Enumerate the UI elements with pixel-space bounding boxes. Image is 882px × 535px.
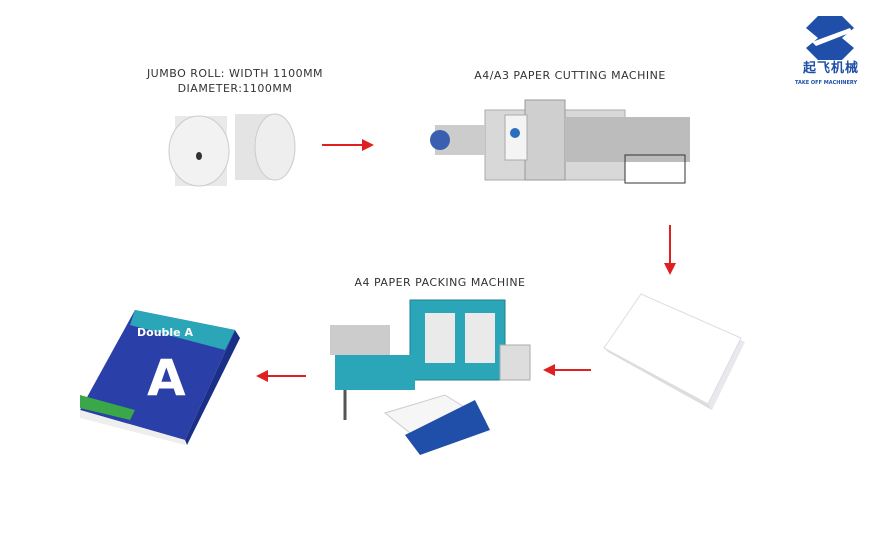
a4-paper-stack-image xyxy=(603,293,745,410)
jumbo-roll-image xyxy=(168,113,296,187)
packing-machine-label: A4 PAPER PACKING MACHINE xyxy=(354,276,526,289)
arrow-left-1-icon xyxy=(543,364,591,376)
arrow-right-1-icon xyxy=(322,139,374,151)
arrow-down-icon xyxy=(664,225,676,275)
cutting-machine-image xyxy=(430,99,690,184)
arrow-left-2-icon xyxy=(256,370,306,382)
jumbo-roll-diameter: DIAMETER:1100MM xyxy=(177,82,293,95)
logo-english-text: TAKE OFF MACHINERY xyxy=(795,80,858,86)
jumbo-roll-label: JUMBO ROLL: WIDTH 1100MM DIAMETER:1100MM xyxy=(140,66,330,96)
packing-machine-image xyxy=(330,299,531,455)
brand-letter: A xyxy=(147,349,186,407)
jumbo-roll-width: JUMBO ROLL: WIDTH 1100MM xyxy=(146,67,324,80)
brand-text: Double A xyxy=(137,326,193,339)
logo-mark-icon xyxy=(806,16,854,60)
logo-chinese-text: 起飞机械 xyxy=(803,61,860,76)
cutting-machine-label: A4/A3 PAPER CUTTING MACHINE xyxy=(474,69,666,82)
paper-ream-image: Double A A xyxy=(75,300,245,445)
